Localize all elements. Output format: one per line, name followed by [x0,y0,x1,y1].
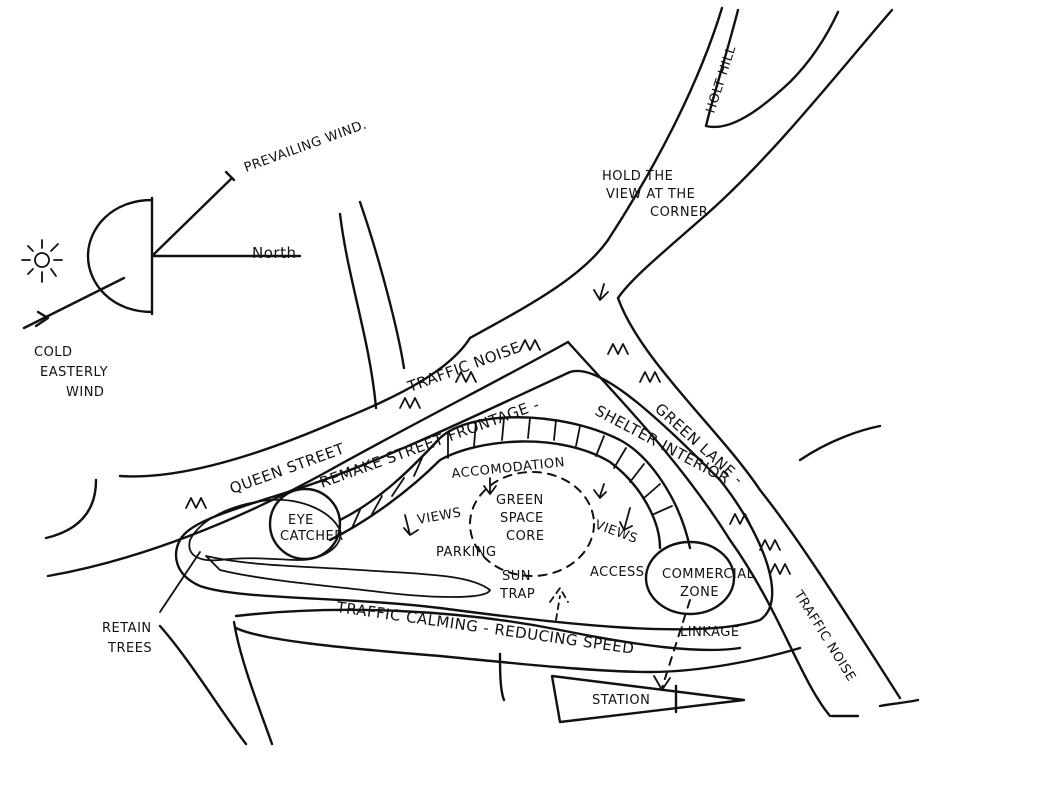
green-lane-right-edge [616,296,902,700]
holt-hill-arrow [593,283,609,301]
view-arrows [403,283,633,621]
label-green-space-2: SPACE [500,511,544,526]
side-road-left-edge [338,212,378,410]
label-prevailing-wind: PREVAILING WIND. [242,117,369,175]
prevailing-wind-line [150,176,234,258]
side-road-right-edge [358,200,406,370]
southwest-road-right-edge [232,620,274,746]
queen-street-south-edge [46,340,570,578]
west-road-curve [44,478,98,540]
label-cold-wind-2: EASTERLY [40,365,108,380]
label-green-space-1: GREEN [496,493,544,508]
label-north: North [252,244,296,262]
label-sun-trap-2: TRAP [499,587,535,602]
noise-zigzags [185,339,791,575]
green-space-core-boundary [469,471,595,577]
accommodation-outer-edge [338,416,692,550]
views-arrow-right [619,507,633,531]
accommodation-inner-edge [328,440,662,550]
holt-hill-road-left [468,6,724,340]
label-parking: PARKING [436,545,497,560]
retain-trees-leader [159,551,201,613]
label-remake-frontage: REMAKE STREET FRONTAGE - [317,395,542,491]
green-lane-left-edge [566,340,832,718]
arrow-into-core-right [593,483,607,499]
label-traffic-noise-right: TRAFFIC NOISE [790,587,858,684]
southwest-road-left-edge [158,624,248,746]
label-eye-catcher-1: EYE [288,513,314,528]
accommodation-dividers [351,417,673,529]
queen-street-north-edge [118,336,472,478]
label-green-space-3: CORE [506,529,545,544]
label-cold-wind-3: WIND [66,385,104,400]
label-hold-view-1: HOLD THE [602,169,673,184]
prevailing-wind-tick [224,170,236,182]
commercial-zone-circle [644,540,736,616]
accommodation-band [328,416,692,550]
end-stub-right [878,698,920,708]
eye-catcher-circle [268,487,342,561]
arrow-into-core-top [483,477,497,495]
road-network [44,6,920,746]
label-retain-trees-1: RETAIN [102,621,152,636]
access-arrow [549,587,569,621]
holt-hill-island [704,8,840,129]
compass-diagram [21,170,302,330]
station-outline [550,674,746,724]
label-holt-hill: HOLT HILL [704,44,740,116]
holt-hill-road-right [616,8,894,300]
label-access: ACCESS [590,565,645,580]
compass-semicircle [86,198,154,314]
station-block [550,674,746,724]
label-retain-trees-2: TREES [107,641,152,656]
traffic-calming-road-north-edge [234,608,742,652]
label-views-left: VIEWS [416,505,462,528]
tree-outline [188,498,342,562]
sun-icon [21,239,63,283]
tree-outline-lower [205,555,491,598]
views-arrow-left [403,514,419,536]
label-hold-view-2: VIEW AT THE [606,187,695,202]
cold-wind-line [22,276,126,330]
label-sun-trap-1: SUN [502,569,531,584]
traffic-calming-road-south-edge [234,626,802,674]
label-commercial-1: COMMERCIAL [662,567,755,582]
bottom-road-curve [498,652,506,702]
label-traffic-calming: TRAFFIC CALMING - REDUCING SPEED [334,598,635,658]
label-station: STATION [592,693,650,708]
trees-area [188,498,491,598]
linkage-dashed-line [661,599,691,689]
label-eye-catcher-2: CATCHER [280,529,344,544]
label-views-right: VIEWS [593,518,640,547]
label-commercial-2: ZONE [680,585,719,600]
linkage-arrowhead [653,675,671,691]
site-boundary [174,369,774,631]
cold-wind-arrowhead [34,310,50,328]
label-linkage: LINKAGE [680,625,740,640]
label-cold-wind-1: COLD [34,345,73,360]
label-hold-view-3: CORNER [650,205,708,220]
label-accomodation: ACCOMODATION [451,455,566,482]
side-road-east [798,424,882,462]
